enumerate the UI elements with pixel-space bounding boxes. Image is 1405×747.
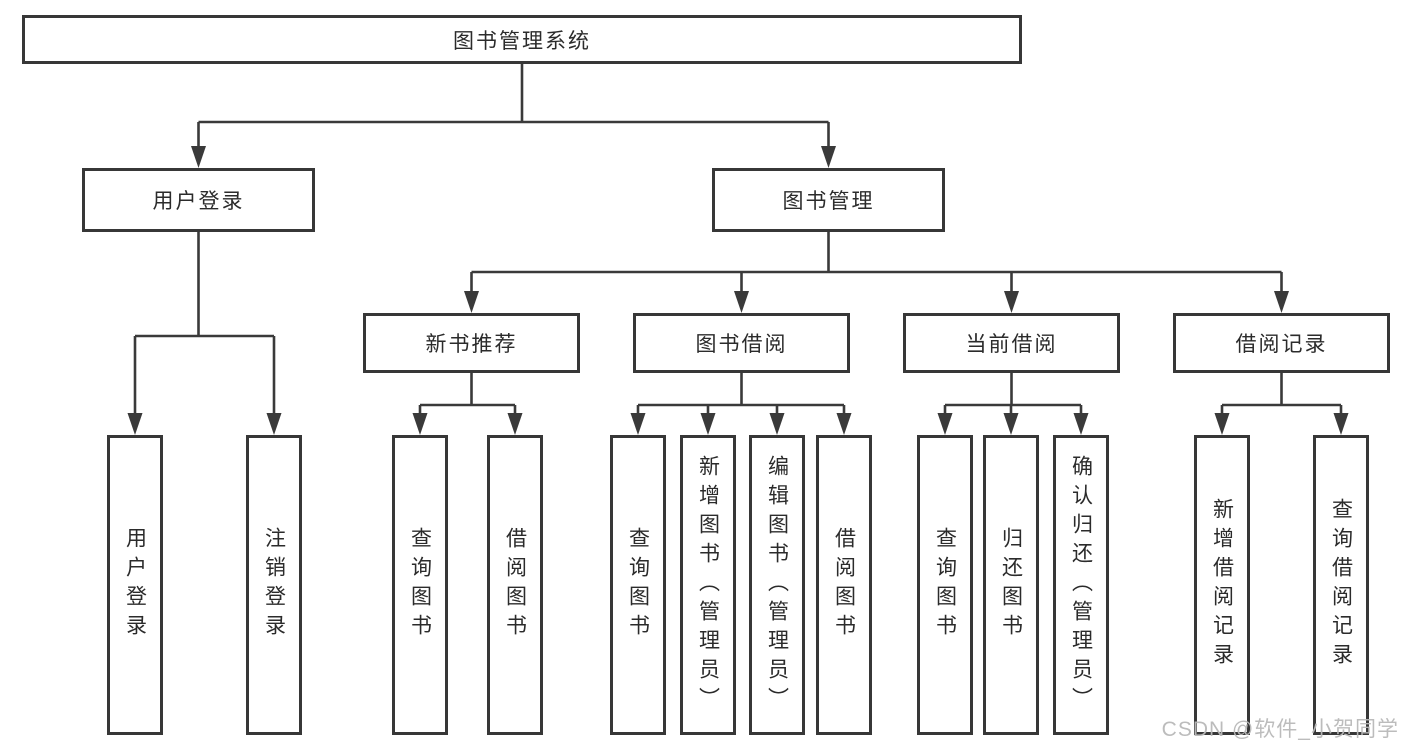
leaf-recommend-borrow-books: 借阅图书: [487, 435, 543, 735]
leaf-records-add-record-label: 新增借阅记录: [1210, 498, 1234, 672]
node-borrow-records-label: 借阅记录: [1235, 333, 1328, 356]
node-root: 图书管理系统: [22, 15, 1022, 64]
leaf-recommend-query-books: 查询图书: [392, 435, 448, 735]
node-book-borrow: 图书借阅: [633, 313, 850, 373]
leaf-borrow-borrow-books-label: 借阅图书: [832, 527, 856, 643]
node-book-borrow-label: 图书借阅: [695, 333, 788, 356]
node-new-book-recommend: 新书推荐: [363, 313, 580, 373]
leaf-current-query-books-label: 查询图书: [933, 527, 957, 643]
leaf-recommend-borrow-books-label: 借阅图书: [503, 527, 527, 643]
node-user-login: 用户登录: [82, 168, 315, 232]
leaf-records-query-record: 查询借阅记录: [1313, 435, 1369, 735]
leaf-records-add-record: 新增借阅记录: [1194, 435, 1250, 735]
leaf-recommend-query-books-label: 查询图书: [408, 527, 432, 643]
leaf-user-login: 用户登录: [107, 435, 163, 735]
leaf-borrow-edit-books-admin-label: 编辑图书（管理员）: [765, 454, 789, 716]
node-book-management: 图书管理: [712, 168, 945, 232]
leaf-current-return-books-label: 归还图书: [999, 527, 1023, 643]
leaf-user-login-label: 用户登录: [123, 527, 147, 643]
leaf-borrow-add-books-admin: 新增图书（管理员）: [680, 435, 736, 735]
leaf-logout-label: 注销登录: [262, 527, 286, 643]
leaf-borrow-edit-books-admin: 编辑图书（管理员）: [749, 435, 805, 735]
leaf-borrow-add-books-admin-label: 新增图书（管理员）: [696, 454, 720, 716]
leaf-borrow-query-books: 查询图书: [610, 435, 666, 735]
watermark: CSDN @软件_小贺同学: [1161, 718, 1399, 741]
leaf-current-return-books: 归还图书: [983, 435, 1039, 735]
node-user-login-label: 用户登录: [152, 190, 245, 213]
node-root-label: 图书管理系统: [453, 29, 591, 53]
node-book-management-label: 图书管理: [782, 190, 875, 213]
node-current-borrow: 当前借阅: [903, 313, 1120, 373]
node-current-borrow-label: 当前借阅: [965, 333, 1058, 356]
node-new-book-recommend-label: 新书推荐: [425, 333, 518, 356]
node-borrow-records: 借阅记录: [1173, 313, 1390, 373]
leaf-logout: 注销登录: [246, 435, 302, 735]
leaf-borrow-query-books-label: 查询图书: [626, 527, 650, 643]
leaf-records-query-record-label: 查询借阅记录: [1329, 498, 1353, 672]
leaf-borrow-borrow-books: 借阅图书: [816, 435, 872, 735]
leaf-current-confirm-return-admin: 确认归还（管理员）: [1053, 435, 1109, 735]
leaf-current-query-books: 查询图书: [917, 435, 973, 735]
leaf-current-confirm-return-admin-label: 确认归还（管理员）: [1069, 454, 1093, 716]
